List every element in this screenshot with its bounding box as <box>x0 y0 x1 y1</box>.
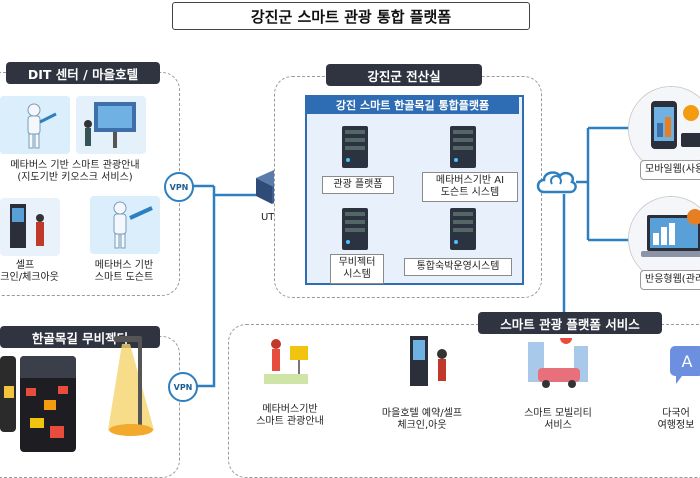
utm-label: UTM <box>260 212 284 223</box>
service-1-label: 메타버스기반 스마트 관광안내 <box>244 400 336 432</box>
robot-photo <box>0 96 70 154</box>
robot-icon <box>90 196 160 254</box>
service-4-label: 다국어 여행정보 <box>646 404 700 436</box>
service-2-label: 마을호텔 예약/셀프 체크인,아웃 <box>372 404 472 436</box>
service-3-label: 스마트 모빌리티 서비스 <box>508 404 608 436</box>
laptop-icon <box>629 197 700 281</box>
projector-icon <box>108 336 154 436</box>
dit-item2-label: 셀프 체크인/체크아웃 <box>0 260 59 283</box>
server-label-projector: 무비젝터 시스템 <box>330 254 384 284</box>
server-icon <box>448 124 478 170</box>
mobile-web-icon <box>628 86 700 172</box>
service-1-illustration <box>256 334 316 392</box>
responsive-web-label: 반응형웹(관리자 <box>640 270 700 290</box>
mobile-web-label: 모바일웹(사용자 <box>640 160 700 180</box>
page-title: 강진군 스마트 관광 통합 플랫폼 <box>172 2 530 30</box>
dit-item1-label: 메타버스 기반 스마트 관광안내 (지도기반 키오스크 서비스) <box>10 160 140 183</box>
movie-projector-header: 한골목길 무비젝터 <box>0 326 160 348</box>
kiosk-icon <box>0 198 60 256</box>
vpn-badge-top: VPN <box>164 172 194 202</box>
service-2-illustration <box>398 332 458 392</box>
car-icon <box>528 332 588 388</box>
robot-icon <box>0 96 70 154</box>
vpn-badge-bottom: VPN <box>168 372 198 402</box>
server-label-tourism: 관광 플랫폼 <box>322 176 394 194</box>
kiosk-icon <box>76 96 146 154</box>
checkin-photo <box>0 198 60 256</box>
service-4-illustration: A <box>666 340 700 390</box>
server-label-docent: 메타버스기반 AI 도슨트 시스템 <box>422 172 518 202</box>
service-3-illustration <box>526 332 592 396</box>
dit-item3-label: 메타버스 기반 스마트 도슨트 <box>94 260 154 283</box>
datacenter-header: 강진군 전산실 <box>326 64 482 86</box>
translate-icon: A <box>670 346 700 384</box>
cloud-icon <box>534 166 578 196</box>
street-projector <box>104 330 160 440</box>
server-icon <box>340 206 370 252</box>
server-icon <box>448 206 478 252</box>
kiosk-photo <box>76 96 146 154</box>
alley-photo-2 <box>20 356 76 452</box>
svg-text:A: A <box>682 352 693 371</box>
docent-photo <box>90 196 160 254</box>
responsive-web-icon <box>628 196 700 282</box>
services-header: 스마트 관광 플랫폼 서비스 <box>478 312 662 334</box>
phone-icon <box>629 87 700 171</box>
server-label-lodging: 통합숙박운영시스템 <box>404 258 512 276</box>
platform-title: 강진 스마트 한골목길 통합플랫폼 <box>306 96 519 114</box>
server-icon <box>340 124 370 170</box>
alley-photo-1 <box>0 356 16 432</box>
dit-header: DIT 센터 / 마을호텔 <box>6 62 160 84</box>
